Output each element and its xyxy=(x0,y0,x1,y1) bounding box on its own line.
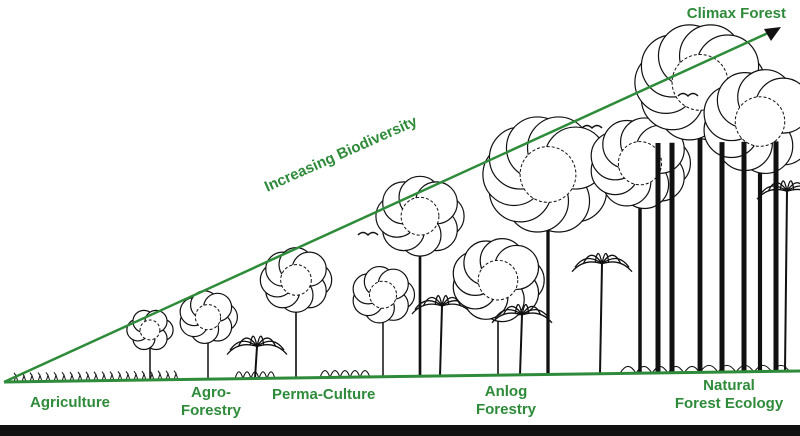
stage-label-line2: Forestry xyxy=(475,401,537,418)
crop-mark xyxy=(165,370,171,380)
palm-frond xyxy=(574,257,603,268)
palm-frond xyxy=(256,344,288,355)
palm-frond xyxy=(521,305,542,316)
stage-label: Agro- xyxy=(191,384,231,401)
palm-trunk xyxy=(599,263,603,374)
shrub-mark xyxy=(339,370,351,378)
shrub-mark xyxy=(266,371,276,379)
tree-canopy-core xyxy=(477,259,519,301)
palm-frond xyxy=(601,257,630,268)
palm-frond xyxy=(256,340,285,351)
crop-mark xyxy=(77,371,83,382)
palm-frond xyxy=(779,180,788,192)
shrub-mark xyxy=(619,365,637,374)
palm-frond xyxy=(571,261,603,273)
shrub-mark xyxy=(635,365,653,374)
palm-frond xyxy=(491,312,523,324)
tree-canopy-core xyxy=(400,196,440,236)
shrub-mark xyxy=(329,370,341,378)
crop-mark xyxy=(53,371,59,382)
shrub-mark xyxy=(699,364,719,373)
palm-frond xyxy=(756,188,788,200)
crop-mark xyxy=(85,371,91,381)
crop-mark xyxy=(125,370,131,381)
palm-frond xyxy=(434,295,443,307)
palm-frond xyxy=(786,185,800,192)
palm-frond xyxy=(229,340,258,351)
bottom-bar xyxy=(0,425,800,436)
crop-mark xyxy=(69,371,75,382)
stage-label: Perma-Culture xyxy=(272,386,376,403)
palm-frond xyxy=(411,303,443,315)
arrow-head-icon xyxy=(764,27,781,41)
tree-canopy-core xyxy=(369,280,397,309)
crop-mark xyxy=(157,370,163,380)
palm-frond xyxy=(414,300,443,310)
crop-mark xyxy=(133,370,139,381)
palm-frond xyxy=(226,344,258,355)
palm-trunk xyxy=(519,314,523,375)
tree-canopy-core xyxy=(194,304,222,331)
palm-frond xyxy=(249,335,258,347)
trees-layer xyxy=(13,24,800,382)
palm-frond xyxy=(514,303,523,315)
palm-trunk xyxy=(439,305,443,376)
stage-agro-forestry: Agro- Forestry xyxy=(180,384,242,420)
shrub-mark xyxy=(319,370,331,378)
palm-trunk xyxy=(784,191,788,372)
tree-canopy-core xyxy=(139,319,161,341)
tree-canopy-core xyxy=(617,141,663,186)
crop-mark xyxy=(61,371,67,382)
stage-perma-culture: Perma-Culture xyxy=(272,386,375,404)
climax-forest-title: Climax Forest xyxy=(686,5,786,22)
stage-label-line2: Forestry xyxy=(180,402,242,419)
crop-mark xyxy=(29,372,35,382)
palm-frond xyxy=(256,337,277,347)
palm-frond xyxy=(601,261,633,273)
shrub-mark xyxy=(349,370,361,378)
crop-mark xyxy=(109,371,115,381)
palm-trunk xyxy=(254,346,258,379)
palm-frond xyxy=(786,182,800,192)
stage-agriculture: Agriculture xyxy=(30,394,110,412)
shrub-mark xyxy=(258,371,268,379)
stage-label: Natural xyxy=(703,377,755,394)
palm-frond xyxy=(582,254,603,265)
bird-icon xyxy=(581,124,603,130)
diagonal-arrow-line xyxy=(3,31,769,384)
shrub-mark xyxy=(234,371,244,379)
crop-mark xyxy=(141,370,147,381)
crop-mark xyxy=(173,370,179,380)
tree-canopy-core xyxy=(734,96,786,147)
palm-frond xyxy=(521,312,553,324)
palm-frond xyxy=(601,254,622,265)
stage-natural-forest-ecology: Natural Forest Ecology xyxy=(664,377,794,413)
tree-canopy-core xyxy=(280,264,312,296)
stage-label-line2: Forest Ecology xyxy=(674,395,784,412)
bird-icon xyxy=(677,92,699,98)
palm-frond xyxy=(441,296,462,307)
crop-mark xyxy=(93,371,99,381)
stage-label: Agriculture xyxy=(30,394,111,411)
bird-icon xyxy=(357,231,379,237)
crop-mark xyxy=(37,372,43,382)
palm-frond xyxy=(237,337,258,347)
crop-mark xyxy=(101,371,107,381)
palm-frond xyxy=(502,305,523,316)
palm-frond xyxy=(494,309,523,319)
stage-label: Anlog xyxy=(484,383,528,400)
palm-frond xyxy=(594,252,603,264)
tree-canopy-core xyxy=(519,146,577,203)
baseline xyxy=(3,369,800,384)
shrub-mark xyxy=(242,371,252,379)
palm-frond xyxy=(786,188,800,192)
crop-mark xyxy=(45,372,51,382)
crop-mark xyxy=(117,371,123,381)
palm-frond xyxy=(422,296,443,307)
stage-anlog-forestry: Anlog Forestry xyxy=(466,383,546,419)
palm-frond xyxy=(759,185,788,196)
